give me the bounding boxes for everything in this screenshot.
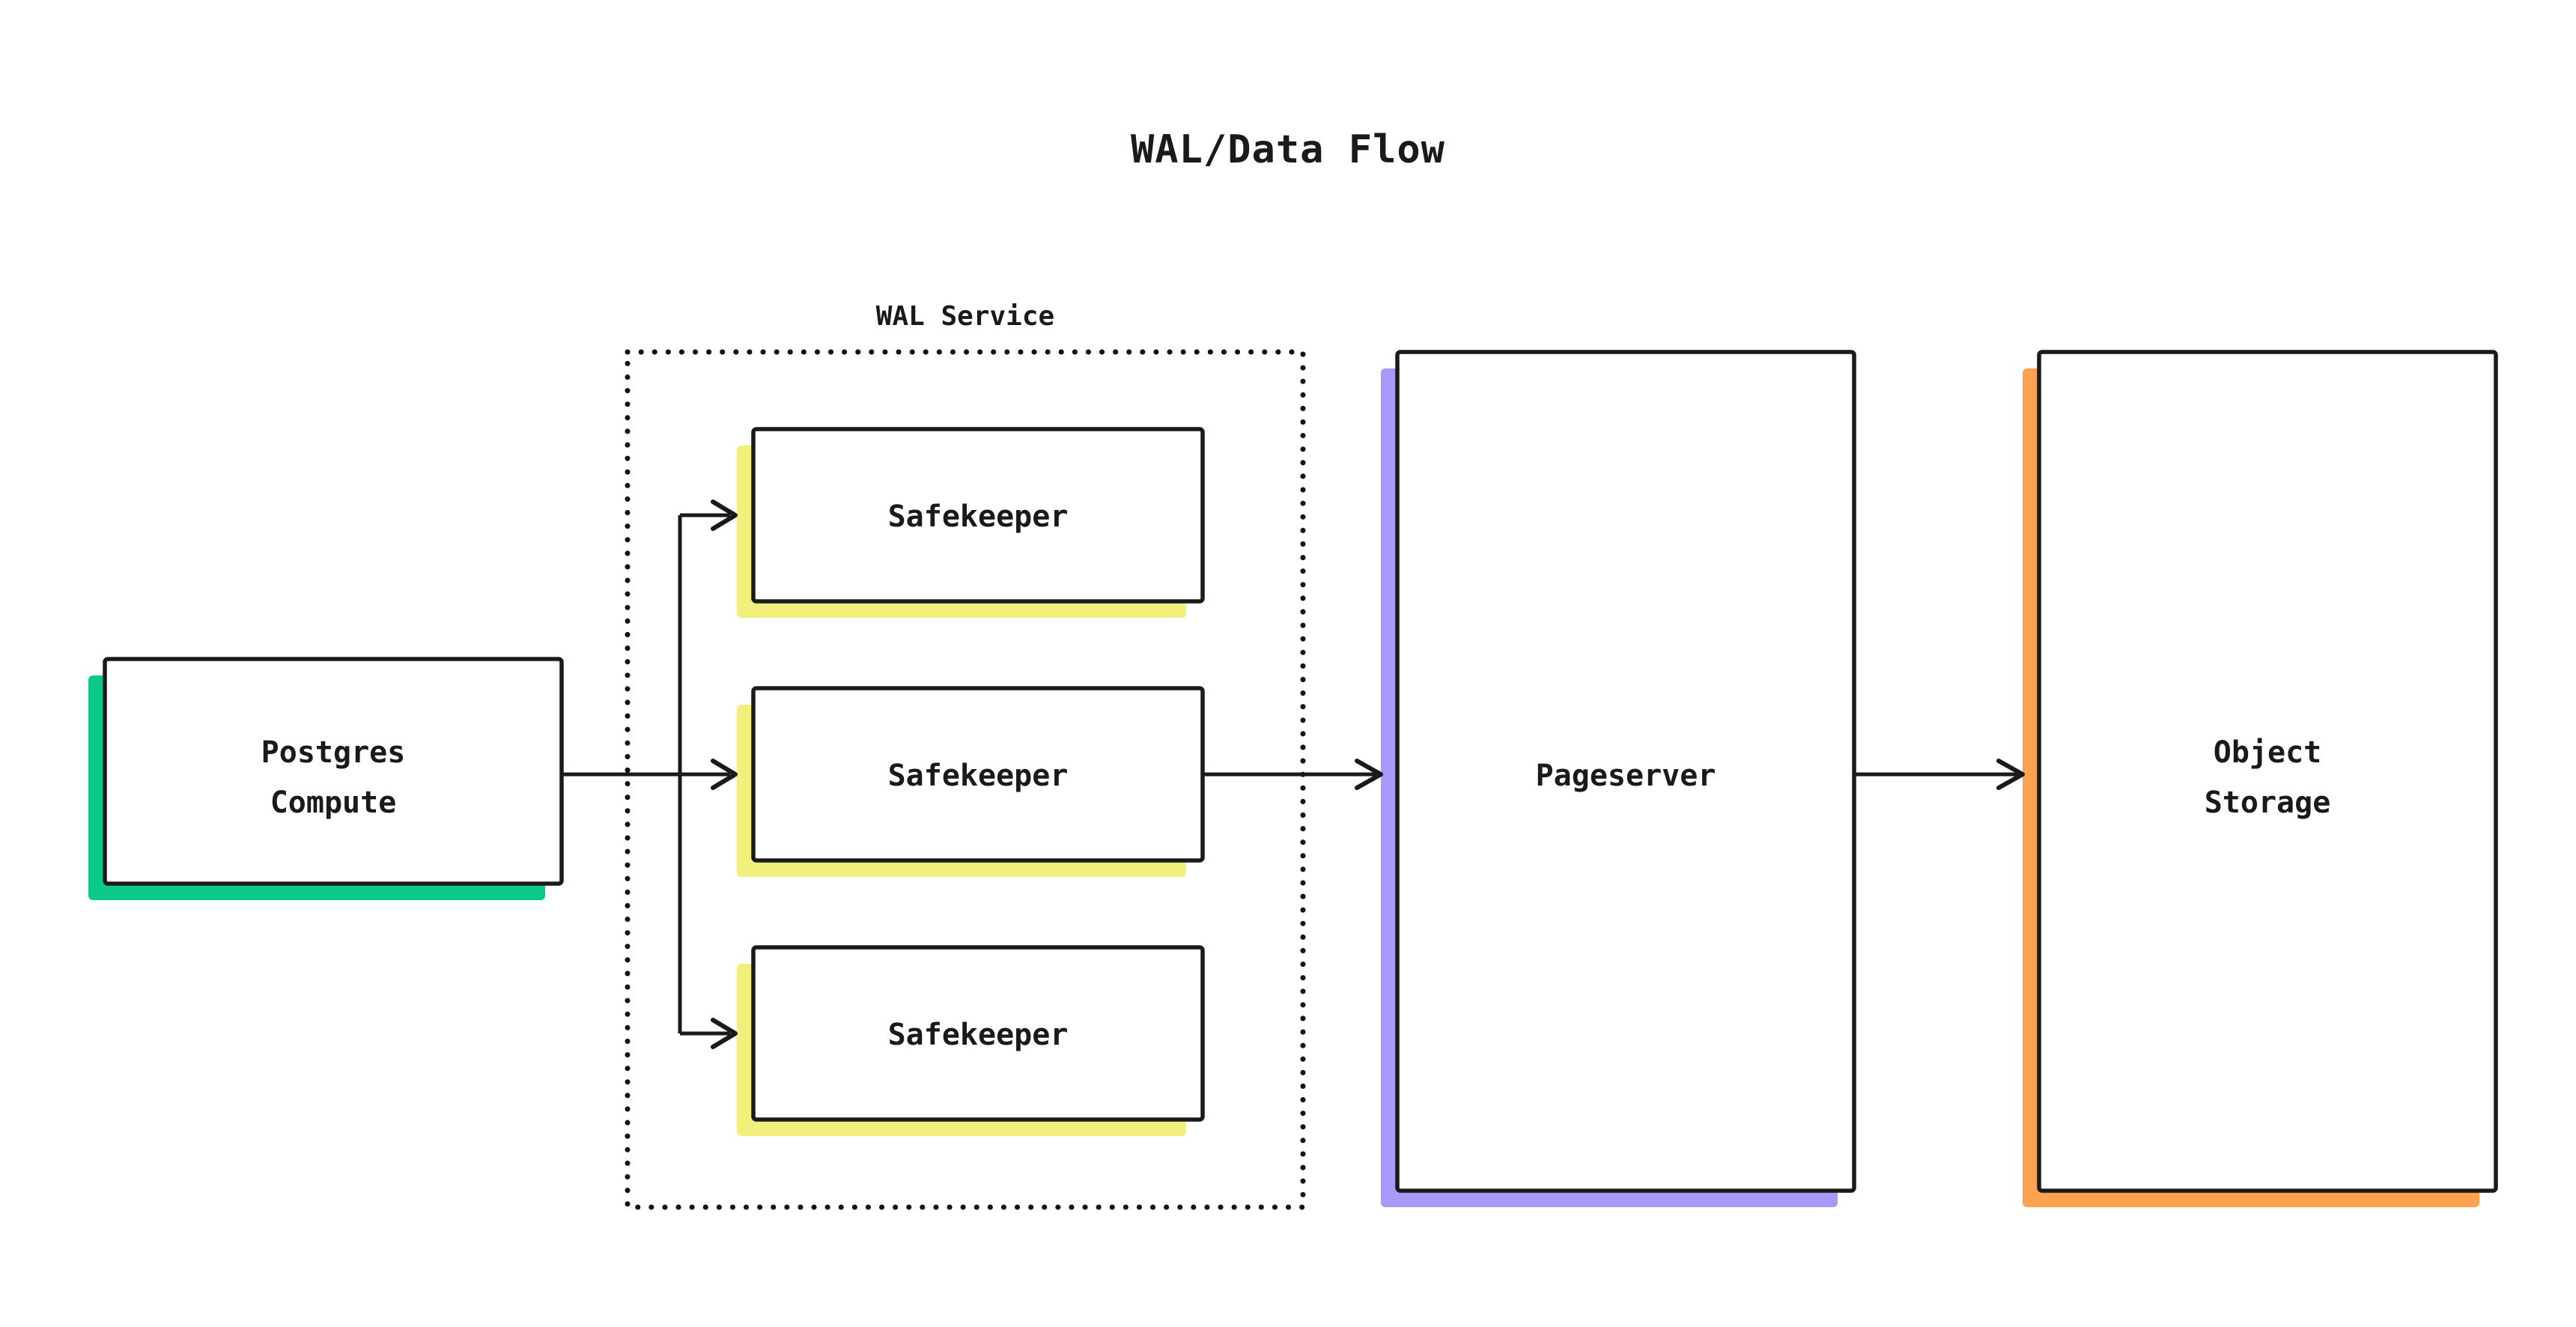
node-body <box>103 657 564 886</box>
node-body <box>1395 350 1856 1193</box>
node-label-line1: Postgres <box>261 735 406 770</box>
arrowhead-to-pageserver <box>1355 759 1383 790</box>
cluster-dotted-border <box>625 349 1306 1210</box>
node-label-line1: Safekeeper <box>888 499 1069 534</box>
node-safekeeper-3[interactable]: Safekeeper <box>737 945 1205 1136</box>
edge-compute-fanout <box>562 499 738 1049</box>
page-title: WAL/Data Flow <box>1131 127 1445 172</box>
node-label-line1: Safekeeper <box>888 759 1069 793</box>
node-label-line1: Pageserver <box>1536 759 1716 793</box>
node-label-line2: Storage <box>2205 786 2331 820</box>
cluster-label-wal-service: WAL Service <box>876 301 1054 332</box>
cluster-wal-service: WAL Service <box>625 301 1306 1210</box>
node-object-storage[interactable]: Object Storage <box>2023 350 2498 1207</box>
node-body <box>751 945 1205 1122</box>
arrowhead-to-object-storage <box>1996 759 2025 790</box>
node-body <box>2037 350 2498 1193</box>
node-label-line1: Object <box>2214 735 2322 770</box>
node-postgres-compute[interactable]: Postgres Compute <box>88 657 564 900</box>
node-body <box>751 427 1205 604</box>
edge-pageserver-to-object-storage <box>1854 759 2025 790</box>
node-pageserver[interactable]: Pageserver <box>1381 350 1856 1207</box>
arrowhead-to-safekeeper-3 <box>711 1018 738 1049</box>
node-label-line2: Compute <box>270 786 397 820</box>
edge-safekeeper-to-pageserver <box>1203 759 1383 790</box>
arrowhead-to-safekeeper-2 <box>711 759 738 790</box>
node-label-line1: Safekeeper <box>888 1018 1069 1052</box>
node-safekeeper-2[interactable]: Safekeeper <box>737 686 1205 877</box>
node-safekeeper-1[interactable]: Safekeeper <box>737 427 1205 618</box>
arrowhead-to-safekeeper-1 <box>711 499 738 531</box>
